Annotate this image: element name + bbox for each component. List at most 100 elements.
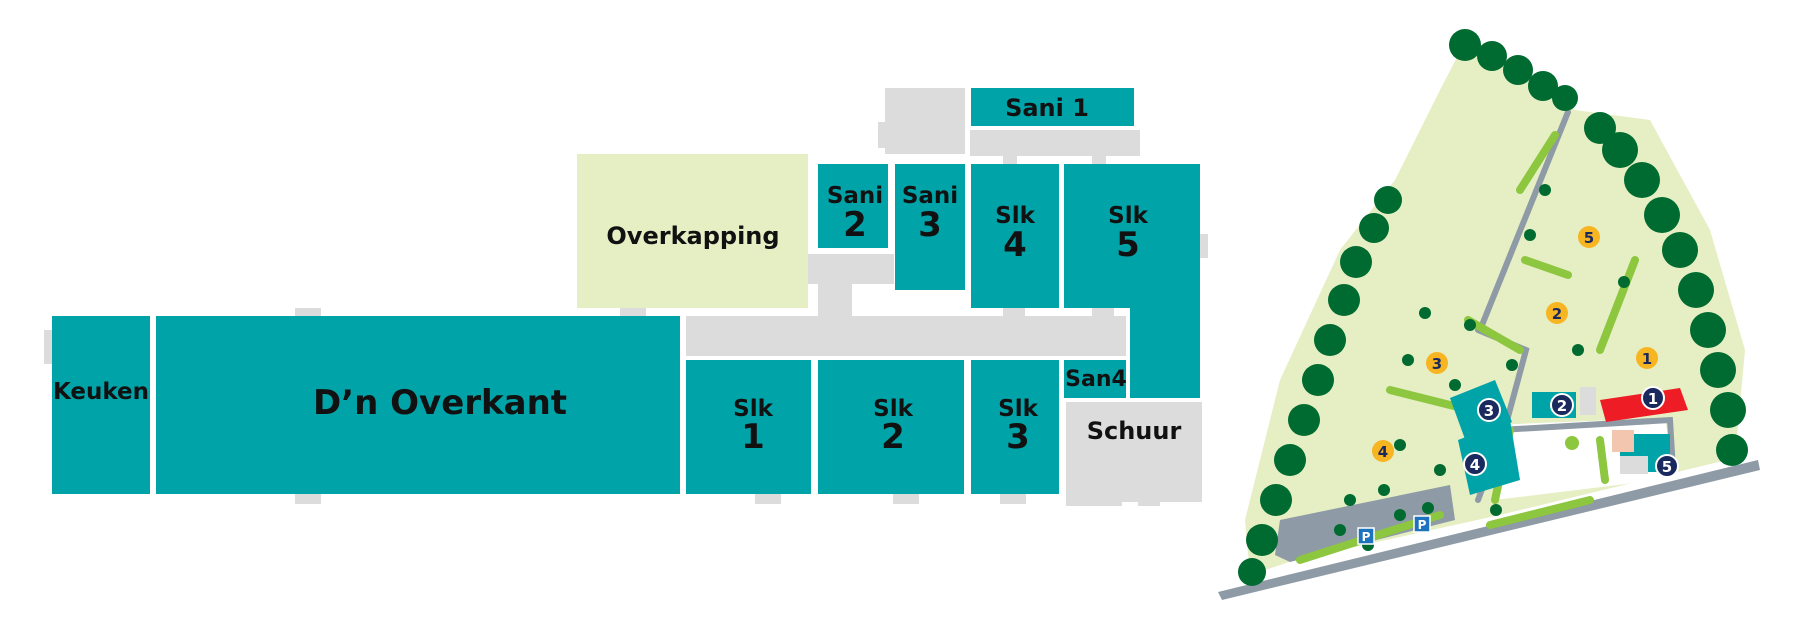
- building-marker-4-label: 4: [1470, 456, 1480, 474]
- parking-sign: [1413, 515, 1431, 533]
- bush: [1506, 359, 1518, 371]
- field-marker-1-label: 1: [1642, 350, 1652, 368]
- tree: [1328, 284, 1360, 316]
- label-slk5-line2: 5: [1116, 225, 1140, 265]
- label-san4: San4: [1065, 367, 1127, 392]
- bush: [1539, 184, 1551, 196]
- building-marker-1: [1641, 386, 1665, 410]
- bush: [1572, 344, 1584, 356]
- tree: [1678, 272, 1714, 308]
- corridor-top-left: [885, 88, 965, 154]
- shrub-line: [1516, 131, 1559, 194]
- field-marker-2: [1546, 302, 1568, 324]
- shrub-line: [1486, 496, 1594, 529]
- room-slk4: [971, 164, 1059, 308]
- bush: [1344, 494, 1356, 506]
- bush: [1394, 439, 1406, 451]
- label-slk1-line1: Slk: [733, 396, 773, 422]
- room-sani1: [971, 88, 1134, 126]
- site-building-5-annex: [1612, 430, 1634, 452]
- bush: [1434, 464, 1446, 476]
- building-marker-1-label: 1: [1648, 390, 1658, 408]
- building-marker-5-label: 5: [1662, 458, 1672, 476]
- corridor-left-end: [44, 330, 54, 364]
- label-keuken: Keuken: [53, 379, 149, 405]
- building-marker-2-label: 2: [1557, 397, 1567, 415]
- corridor-sani1-tab-a: [1003, 154, 1017, 166]
- tree: [1314, 324, 1346, 356]
- label-slk4-line1: Slk: [995, 203, 1035, 229]
- field-marker-3-label: 3: [1432, 355, 1442, 373]
- label-sani1: Sani 1: [1005, 94, 1089, 122]
- corridor-down: [818, 280, 852, 320]
- room-slk3: [971, 360, 1059, 494]
- bush: [1449, 379, 1461, 391]
- room-keuken: [52, 316, 150, 494]
- path-diagonal: [1477, 109, 1571, 333]
- corridor-slk4-link: [1003, 306, 1025, 320]
- label-dn-overkant: D’n Overkant: [313, 383, 567, 423]
- corridor-main: [686, 316, 1126, 356]
- building-marker-3-label: 3: [1484, 402, 1494, 420]
- label-slk1-line2: 1: [741, 417, 765, 457]
- tab-bottom-slk3: [1000, 492, 1026, 504]
- shrub-line: [1521, 256, 1572, 279]
- field-marker-3: [1426, 352, 1448, 374]
- building-marker-4: [1463, 452, 1487, 476]
- tree: [1288, 404, 1320, 436]
- tree: [1302, 364, 1334, 396]
- room-sani2: [818, 164, 888, 248]
- shrub-line: [1464, 316, 1524, 354]
- label-sani2-line2: 2: [843, 205, 867, 245]
- label-slk2-line2: 2: [881, 417, 905, 457]
- bush: [1334, 524, 1346, 536]
- field-marker-1: [1636, 347, 1658, 369]
- bush: [1422, 502, 1434, 514]
- parking-signs: P P: [1357, 515, 1431, 545]
- tree: [1238, 558, 1266, 586]
- schuur-tab-a: [1066, 498, 1122, 506]
- corridor-slk5-link: [1092, 306, 1114, 320]
- bush: [1524, 229, 1536, 241]
- building-markers: 1 2 3 4 5: [1463, 386, 1679, 478]
- label-slk5-line1: Slk: [1108, 203, 1148, 229]
- room-slk1: [686, 360, 811, 494]
- tree: [1624, 162, 1660, 198]
- room-slk5: [1064, 164, 1200, 308]
- corridor-sani1-strip: [970, 130, 1140, 156]
- shrub-line: [1596, 436, 1609, 484]
- room-dn-overkant: [156, 316, 680, 494]
- parking-sign: [1357, 527, 1375, 545]
- bush: [1402, 354, 1414, 366]
- label-sani3-line2: 3: [918, 205, 942, 245]
- tree: [1710, 392, 1746, 428]
- parking-area: [1275, 485, 1455, 562]
- tab-bottom-slk1: [755, 492, 781, 504]
- corridor-overk-link: [620, 305, 646, 319]
- tab-bottom-slk2: [893, 492, 919, 504]
- label-sani2-line1: Sani: [827, 183, 883, 209]
- label-slk3-line2: 3: [1006, 417, 1030, 457]
- room-sani3: [895, 164, 965, 290]
- label-slk4-line2: 4: [1003, 225, 1027, 265]
- tree: [1662, 232, 1698, 268]
- bush: [1490, 504, 1502, 516]
- parking-sign-label: P: [1362, 530, 1371, 544]
- building-marker-3: [1477, 398, 1501, 422]
- bush: [1394, 509, 1406, 521]
- label-schuur: Schuur: [1087, 417, 1182, 445]
- tree: [1274, 444, 1306, 476]
- field-marker-5: [1578, 226, 1600, 248]
- tree: [1700, 352, 1736, 388]
- building-marker-5: [1655, 454, 1679, 478]
- tree: [1584, 112, 1616, 144]
- tree: [1644, 197, 1680, 233]
- building-marker-2: [1550, 393, 1574, 417]
- tree: [1528, 71, 1558, 101]
- room-labels: Overkapping Sani 1 Sani 2 Sani 3 Slk 4 S…: [53, 94, 1181, 457]
- rooms: [52, 88, 1200, 494]
- label-sani3-line1: Sani: [902, 183, 958, 209]
- site-building-2-annex: [1580, 387, 1596, 415]
- tree: [1716, 434, 1748, 466]
- bush: [1378, 484, 1390, 496]
